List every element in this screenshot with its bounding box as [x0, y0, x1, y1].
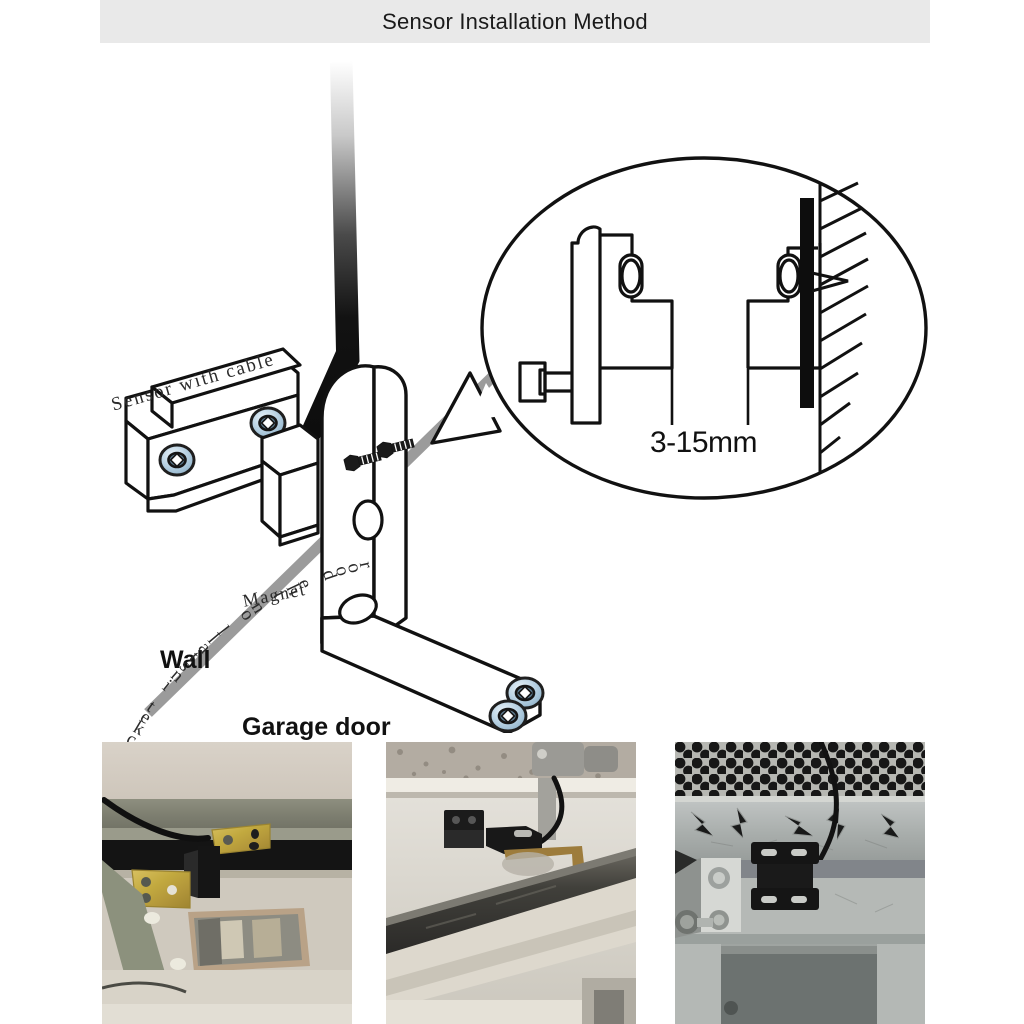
slot-lower: [338, 593, 378, 625]
callout-magnet-bar: [800, 198, 814, 408]
photo-sensor-on-wall: [386, 742, 636, 1024]
page-title: Sensor Installation Method: [382, 8, 648, 34]
magnet-body: [260, 423, 320, 547]
gap-dimension-lines: [670, 368, 750, 425]
photo-bracket-on-rail: [102, 742, 352, 1024]
bracket-hex-screws: [343, 438, 415, 472]
bracket-slots: [338, 499, 384, 625]
hex-screw-icon: [343, 451, 382, 472]
diagram-svg: [124, 60, 928, 733]
callout-left-bracket: [518, 225, 674, 425]
bracket-body: [320, 364, 542, 733]
header-bar: Sensor Installation Method: [100, 0, 930, 43]
callout-wall-hatch: [818, 181, 869, 473]
installation-diagram: Sensor with cable Magnet Wall Garage doo…: [0, 43, 1024, 788]
screw-icon: [249, 406, 287, 440]
callout-right-hardware: [776, 253, 802, 299]
callout-arrow-icon: [811, 271, 849, 293]
screw-icon: [488, 699, 528, 733]
photo-strip: [0, 733, 1024, 1024]
sensor-screws: [158, 406, 287, 477]
callout-bubble: [430, 156, 928, 500]
bracket-blue-screws: [488, 676, 545, 733]
photo-sensor-on-metal-frame: [675, 742, 925, 1024]
sensor-cable: [281, 60, 360, 475]
callout-left-hardware: [618, 253, 644, 299]
slot-upper: [352, 499, 384, 541]
screw-icon: [158, 443, 196, 477]
hex-screw-icon: [376, 438, 415, 459]
